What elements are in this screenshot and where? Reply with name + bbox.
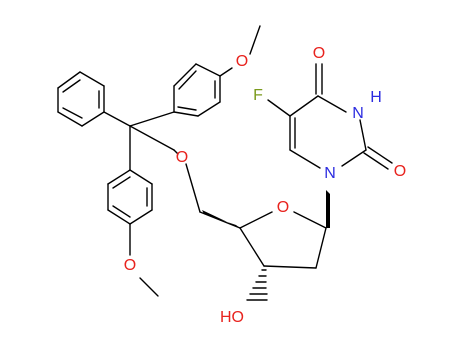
atom-n1: N — [324, 165, 336, 182]
methoxyphenyl-ring-upper — [173, 25, 261, 117]
atom-hydroxyl: HO — [220, 309, 244, 326]
atom-o-methoxy-lower: O — [124, 257, 136, 274]
atom-o-carbonyl-c4: O — [313, 45, 325, 62]
atom-fluorine: F — [253, 87, 263, 104]
methoxyphenyl-ring-lower — [107, 169, 159, 297]
atom-n3: N — [352, 105, 364, 122]
stereo-bonds — [202, 190, 330, 301]
atom-o-carbonyl-c2: O — [394, 163, 406, 180]
atom-labels: O O O O N H N O O F HO — [124, 45, 406, 326]
phenyl-ring — [57, 71, 105, 127]
uracil-ring — [267, 63, 393, 170]
atom-h-on-n3: H — [370, 89, 382, 106]
trityl-center-bonds — [103, 111, 175, 171]
atom-o-trityl-ether: O — [176, 149, 188, 166]
atom-o-methoxy-upper: O — [236, 53, 248, 70]
bonds — [57, 25, 393, 301]
atom-o-sugar-ring: O — [277, 199, 289, 216]
hashed-bond-3-oh — [246, 269, 268, 301]
sugar-ring — [239, 211, 327, 269]
